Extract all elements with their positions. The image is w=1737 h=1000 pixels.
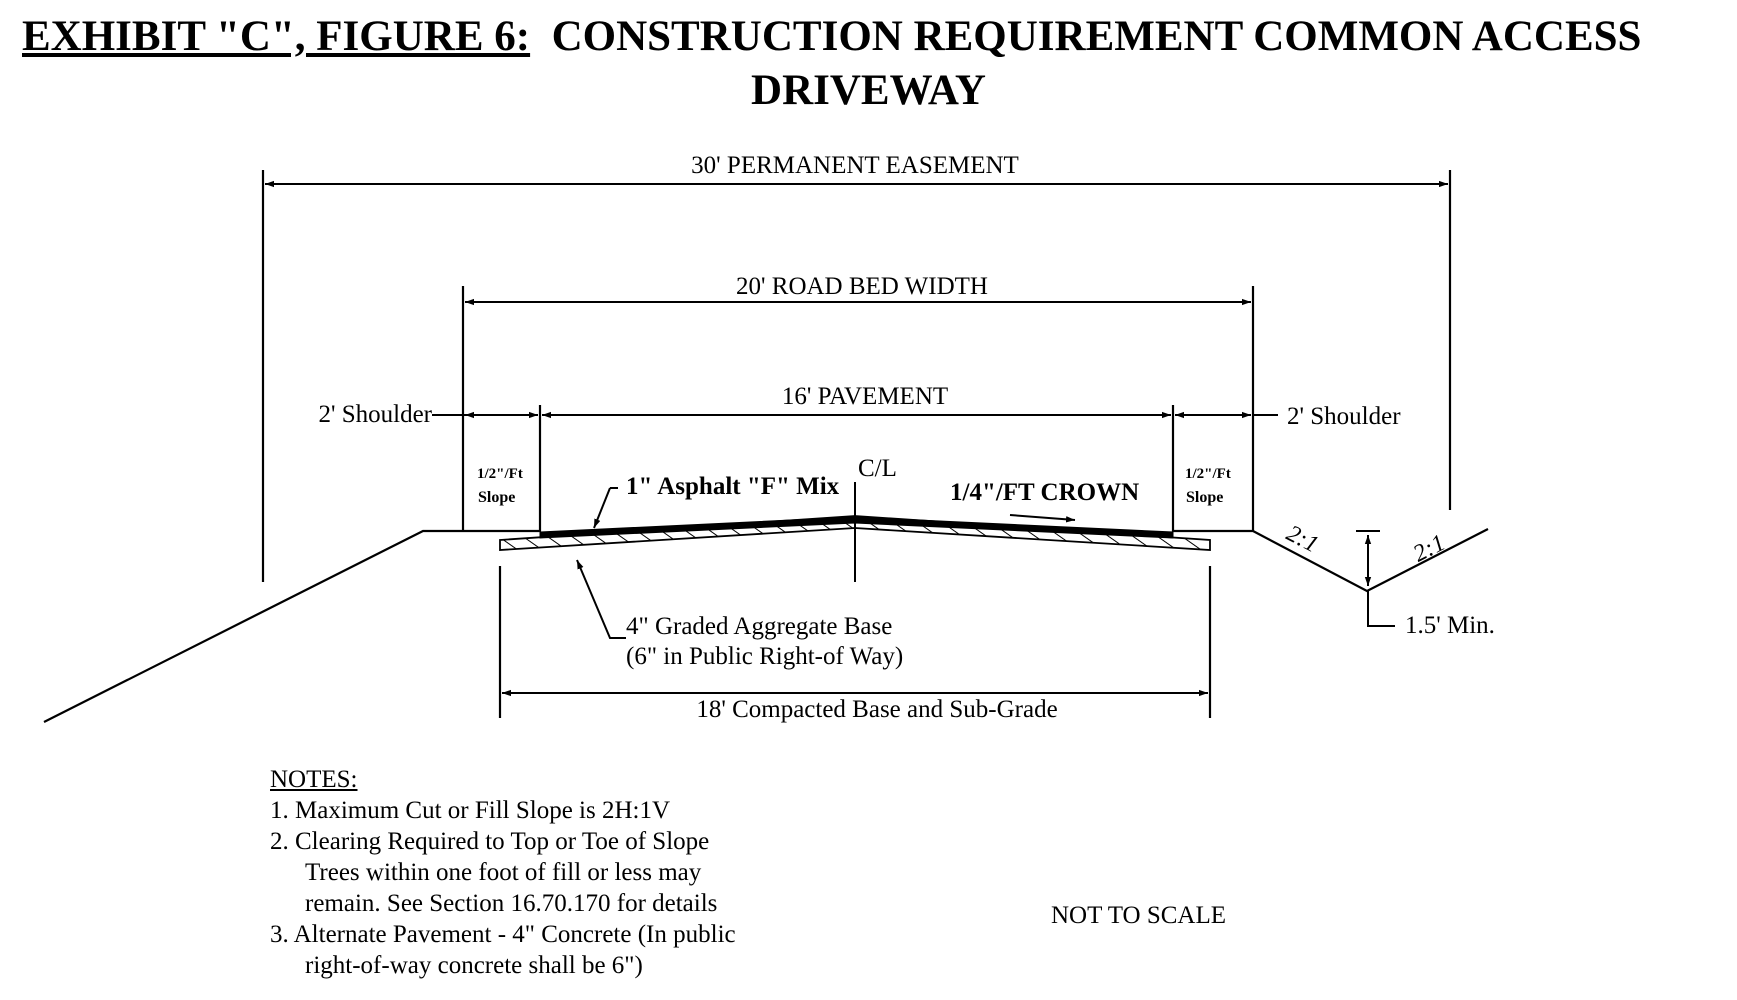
ditch-depth-leader	[1367, 591, 1395, 627]
right-ditch-ratio: 2:1	[1409, 530, 1449, 568]
crown-arrow	[1009, 514, 1076, 523]
base-leader	[576, 559, 626, 639]
ground-profile	[43, 528, 1489, 723]
right-slope-label-line2: Slope	[1186, 489, 1223, 506]
note-2-continuation-1: Trees within one foot of fill or less ma…	[305, 859, 702, 886]
easement-dimension: 30' PERMANENT EASEMENT	[261, 152, 1452, 582]
road-bed-dimension: 20' ROAD BED WIDTH	[461, 273, 1255, 532]
title-line-2: DRIVEWAY	[751, 67, 986, 114]
base-label-line1: 4" Graded Aggregate Base	[626, 613, 892, 640]
compacted-base-dimension: 18' Compacted Base and Sub-Grade	[498, 566, 1212, 723]
base-label-line2: (6" in Public Right-of Way)	[626, 643, 903, 670]
asphalt-leader	[593, 487, 611, 529]
centerline-label: C/L	[858, 455, 897, 482]
left-slope-label-line1: 1/2"/Ft	[477, 466, 523, 482]
crown-label: 1/4"/FT CROWN	[950, 479, 1139, 506]
pavement-dimension: 16' PAVEMENT 2' Shoulder 2' Shoulder	[318, 383, 1401, 532]
ditch-depth-label: 1.5' Min.	[1405, 612, 1495, 639]
easement-label: 30' PERMANENT EASEMENT	[691, 152, 1019, 179]
compacted-base-label: 18' Compacted Base and Sub-Grade	[696, 696, 1057, 723]
right-shoulder-label: 2' Shoulder	[1287, 403, 1401, 430]
notes-heading: NOTES:	[270, 766, 358, 793]
note-1: 1. Maximum Cut or Fill Slope is 2H:1V	[270, 797, 671, 824]
pavement-label: 16' PAVEMENT	[782, 383, 948, 410]
left-ditch-ratio: 2:1	[1282, 520, 1322, 558]
title-line-1: EXHIBIT "C", FIGURE 6: CONSTRUCTION REQU…	[22, 10, 1641, 64]
note-2: 2. Clearing Required to Top or Toe of Sl…	[270, 828, 710, 855]
right-slope-label-line1: 1/2"/Ft	[1185, 466, 1231, 482]
ditch-depth-dimension: 1.5' Min.	[1356, 530, 1495, 639]
notes-section: NOTES: 1. Maximum Cut or Fill Slope is 2…	[270, 764, 736, 981]
exhibit-label: EXHIBIT "C", FIGURE 6:	[22, 13, 531, 60]
ditch-line	[1173, 528, 1489, 593]
asphalt-label: 1" Asphalt "F" Mix	[626, 473, 840, 500]
not-to-scale-label: NOT TO SCALE	[1051, 902, 1227, 929]
title-main-text: CONSTRUCTION REQUIREMENT COMMON ACCESS	[551, 13, 1642, 60]
road-bed-label: 20' ROAD BED WIDTH	[736, 273, 988, 300]
note-2-continuation-2: remain. See Section 16.70.170 for detail…	[305, 890, 718, 917]
note-3-continuation: right-of-way concrete shall be 6")	[305, 952, 643, 979]
note-3: 3. Alternate Pavement - 4" Concrete (In …	[270, 921, 736, 948]
left-slope-label-line2: Slope	[478, 489, 515, 506]
left-shoulder-label: 2' Shoulder	[318, 401, 432, 428]
fill-slope-line	[43, 529, 540, 723]
